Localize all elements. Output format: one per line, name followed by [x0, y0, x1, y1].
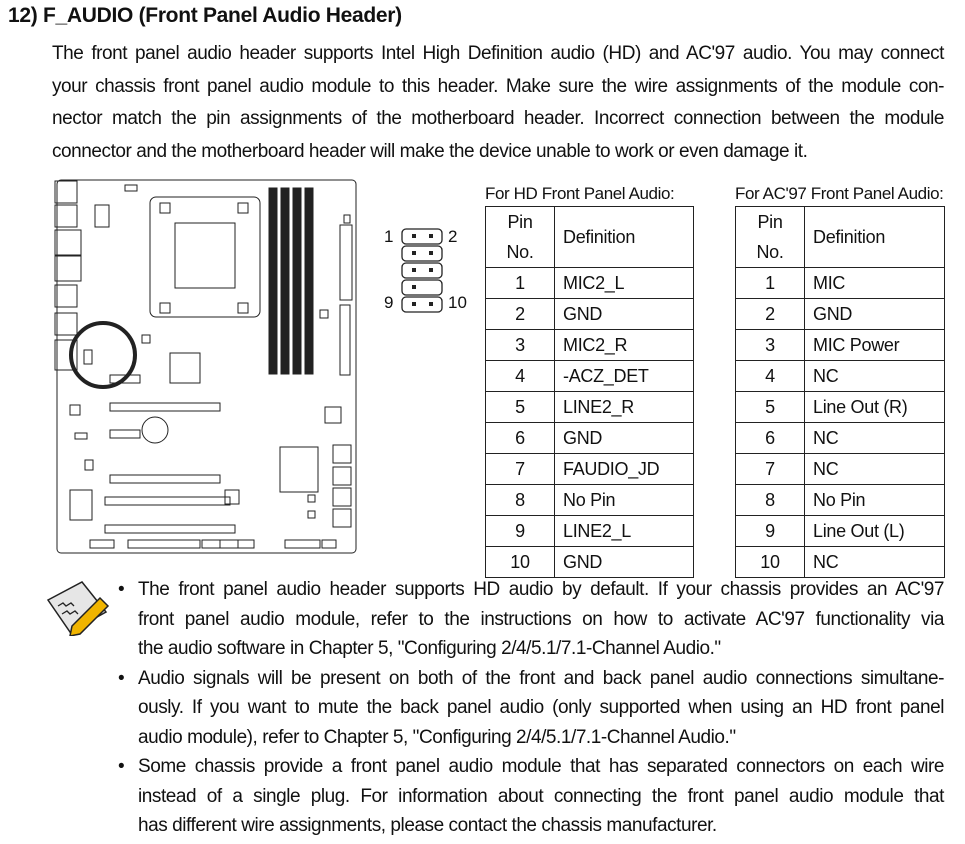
pin-definition: GND: [554, 546, 694, 578]
pin-number: 6: [735, 422, 805, 454]
pin-number: 3: [735, 329, 805, 361]
pin-definition: NC: [804, 546, 945, 578]
pin-number: 5: [735, 391, 805, 423]
pin-definition: NC: [804, 453, 945, 485]
bullet: •: [118, 579, 125, 600]
ac97-table-caption: For AC'97 Front Panel Audio:: [735, 184, 944, 203]
col-header: Definition: [804, 206, 945, 268]
intro-line: The front panel audio header supports In…: [52, 43, 944, 64]
intro-line: your chassis front panel audio module to…: [52, 75, 944, 97]
col-header: Definition: [554, 206, 694, 268]
note-pencil-icon: [46, 581, 110, 636]
note-item: • Some chassis provide a front panel audi…: [118, 752, 944, 841]
note-line: Audio signals will be present on both of…: [138, 667, 944, 689]
note-line: instead of a single plug. For informatio…: [138, 785, 944, 807]
pin-number: 1: [485, 267, 555, 299]
note-line: the audio software in Chapter 5, "Config…: [138, 638, 721, 659]
pin-number: 6: [485, 422, 555, 454]
note-line: front panel audio module, refer to the i…: [138, 608, 944, 630]
note-line: Some chassis provide a front panel audio…: [138, 756, 944, 777]
audio-header-pin-diagram: [401, 228, 443, 313]
pin-definition: Line Out (R): [804, 391, 945, 423]
intro-line: nector match the pin assignments of the …: [52, 108, 944, 129]
pin-number: 2: [735, 298, 805, 330]
note-line: audio module), refer to Chapter 5, "Conf…: [138, 726, 736, 748]
pin-definition: GND: [554, 422, 694, 454]
pin-number: 8: [485, 484, 555, 516]
col-header: Pin No.: [735, 206, 805, 268]
pin-definition: GND: [804, 298, 945, 330]
pin-number: 5: [485, 391, 555, 423]
pin-label-2: 2: [448, 227, 458, 246]
pin-number: 7: [735, 453, 805, 485]
pin-definition: LINE2_L: [554, 515, 694, 547]
bullet: •: [118, 756, 125, 777]
pin-definition: MIC Power: [804, 329, 945, 361]
pin-number: 10: [735, 546, 805, 578]
pin-definition: Line Out (L): [804, 515, 945, 547]
pin-definition: NC: [804, 360, 945, 392]
pin-number: 1: [735, 267, 805, 299]
note-item: • Audio signals will be present on both o…: [118, 664, 944, 753]
pin-number: 4: [485, 360, 555, 392]
pin-definition: LINE2_R: [554, 391, 694, 423]
note-line: The front panel audio header supports HD…: [138, 579, 944, 600]
pin-definition: MIC2_L: [554, 267, 694, 299]
pin-number: 3: [485, 329, 555, 361]
pin-definition: No Pin: [804, 484, 945, 516]
pin-number: 4: [735, 360, 805, 392]
table-header-row: Pin No.Definition: [485, 206, 694, 268]
pin-label-1: 1: [384, 227, 394, 246]
motherboard-diagram: [54, 179, 357, 554]
note-line: has different wire assignments, please c…: [138, 815, 717, 836]
pin-number: 2: [485, 298, 555, 330]
pin-number: 8: [735, 484, 805, 516]
pin-definition: No Pin: [554, 484, 694, 516]
hd-table-caption: For HD Front Panel Audio:: [485, 184, 675, 203]
pin-label-9: 9: [384, 293, 394, 312]
pin-definition: GND: [554, 298, 694, 330]
pin-label-10: 10: [448, 293, 467, 312]
intro-line: connector and the motherboard header wil…: [52, 140, 808, 162]
pin-number: 10: [485, 546, 555, 578]
notes-list: • The front panel audio header supports H…: [118, 575, 944, 841]
intro-paragraph: The front panel audio header supports In…: [52, 38, 944, 168]
pin-definition: MIC2_R: [554, 329, 694, 361]
note-line: ously. If you want to mute the back pane…: [138, 697, 944, 718]
bullet: •: [118, 667, 125, 689]
pin-definition: -ACZ_DET: [554, 360, 694, 392]
pin-number: 9: [735, 515, 805, 547]
pin-definition: NC: [804, 422, 945, 454]
note-item: • The front panel audio header supports H…: [118, 575, 944, 664]
table-header-row: Pin No.Definition: [735, 206, 945, 268]
table-row: 4-ACZ_DET: [485, 360, 694, 392]
pin-number: 7: [485, 453, 555, 485]
pin-definition: FAUDIO_JD: [554, 453, 694, 485]
section-title: 12) F_AUDIO (Front Panel Audio Header): [8, 4, 402, 27]
pin-number: 9: [485, 515, 555, 547]
pin-definition: MIC: [804, 267, 945, 299]
col-header: Pin No.: [485, 206, 555, 268]
